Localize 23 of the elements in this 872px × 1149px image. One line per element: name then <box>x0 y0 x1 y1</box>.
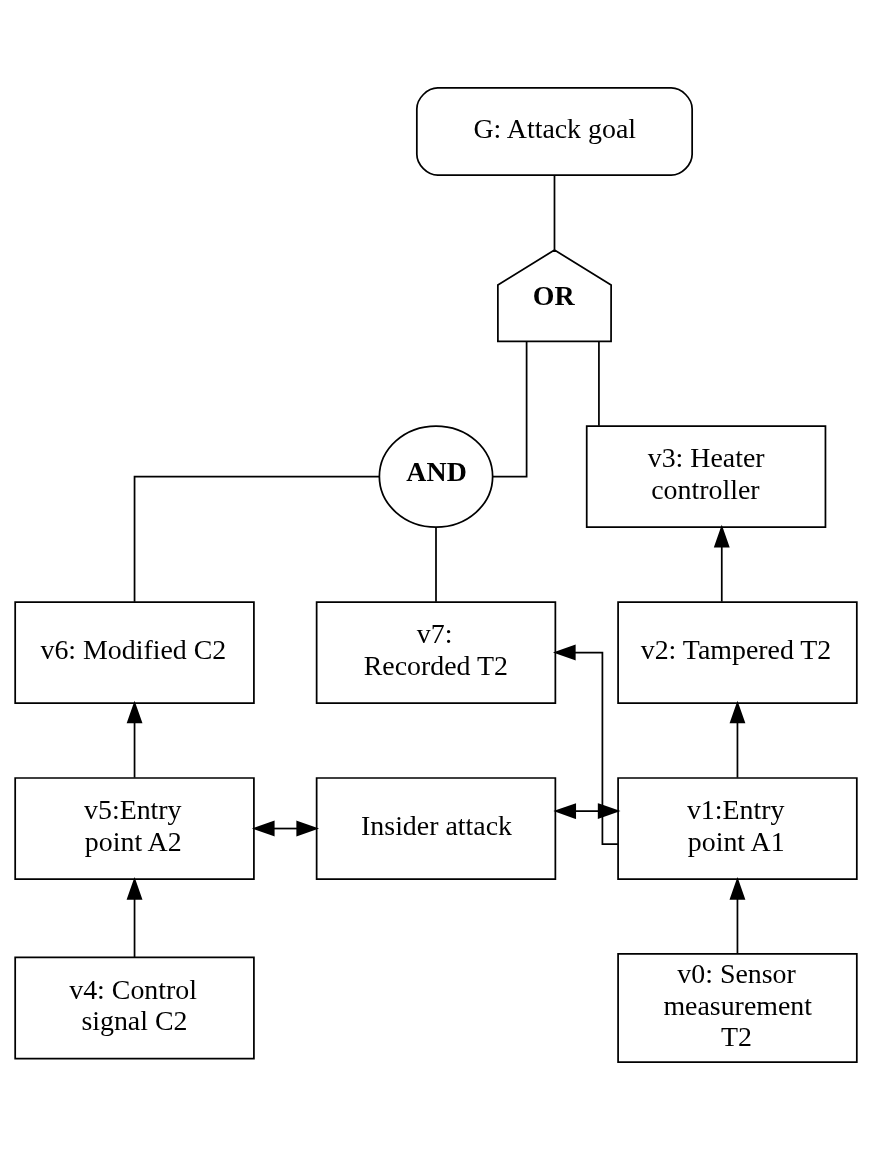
arrow <box>553 802 621 819</box>
connector <box>435 525 437 602</box>
node-box: v7: Recorded T2 <box>315 600 557 704</box>
connector <box>492 340 528 477</box>
node-box: v4: Control signal C2 <box>14 956 255 1059</box>
arrow <box>126 700 143 778</box>
arrow <box>126 876 143 958</box>
node-box: v6: Modified C2 <box>14 600 255 704</box>
connector <box>133 475 381 602</box>
node-box: v2: Tampered T2 <box>617 600 858 704</box>
arrow <box>713 524 730 602</box>
node-box: G: Attack goal <box>415 86 693 176</box>
node-box: v3: Heater controller <box>585 424 827 528</box>
arrow <box>729 700 746 778</box>
node-box: v5:Entry point A2 <box>14 776 255 880</box>
node-box: Insider attack <box>315 776 557 880</box>
connector <box>598 340 600 426</box>
node-ellipse: AND <box>378 424 494 528</box>
arrow <box>251 820 320 836</box>
connector <box>553 173 556 251</box>
node-box: v1:Entry point A1 <box>617 776 858 880</box>
node-box: v0: Sensor measurement T2 <box>617 952 858 1063</box>
arrow <box>729 876 746 955</box>
